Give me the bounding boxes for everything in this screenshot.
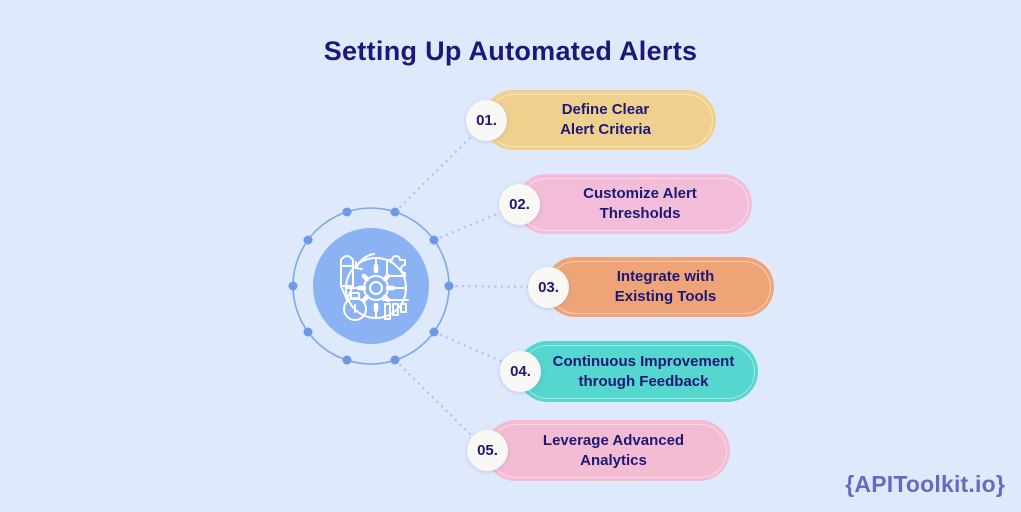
ring-node (303, 235, 313, 245)
automation-gear-chart-icon (340, 253, 409, 321)
step-2-line1: Customize Alert (583, 185, 697, 202)
step-5-number: 05. (477, 442, 498, 459)
curve-arrow-head (355, 261, 363, 270)
step-2-line2: Thresholds (599, 205, 681, 222)
ring-node (303, 327, 313, 337)
ring-node (444, 281, 454, 291)
step-pill-4: Continuous Improvement through Feedback (517, 341, 758, 402)
step-pill-2: Customize Alert Thresholds (516, 174, 752, 234)
connector-line-2 (433, 206, 513, 242)
step-4-line2: through Feedback (578, 372, 709, 390)
ring-node (429, 327, 439, 337)
bulb-icon (343, 292, 367, 321)
step-5-line1: Leverage Advanced (542, 431, 685, 449)
brand-watermark: {APIToolkit.io} (845, 471, 1005, 497)
ring-node (429, 235, 439, 245)
curve-arrow-icon (355, 253, 375, 269)
step-2-number: 02. (509, 196, 530, 213)
page-title: Setting Up Automated Alerts (323, 36, 698, 66)
connector-line-4 (433, 330, 513, 368)
puzzle-icon (386, 255, 406, 277)
ring-node (390, 207, 400, 217)
step-4-number: 04. (510, 363, 531, 380)
ring-node (288, 281, 298, 291)
step-pill-1: Define Clear Alert Criteria (483, 90, 716, 150)
step-badge-3: 03. (528, 267, 569, 308)
step-3-line1: Integrate with (616, 268, 715, 285)
step-1-number: 01. (476, 112, 497, 129)
step-pill-5: Leverage Advanced Analytics (485, 420, 730, 481)
bar-chart-icon (382, 299, 409, 320)
step-5-line2: Analytics (580, 451, 647, 469)
step-badge-4: 04. (500, 351, 541, 392)
step-badge-1: 01. (466, 100, 507, 141)
pencil-icon (340, 255, 354, 301)
ring-node (342, 207, 352, 217)
step-1-line2: Alert Criteria (560, 121, 651, 138)
step-1-line1: Define Clear (561, 101, 650, 118)
ring-node (390, 355, 400, 365)
step-3-line2: Existing Tools (614, 288, 717, 305)
step-4-line1: Continuous Improvement (552, 352, 735, 370)
connector-line-3 (448, 284, 541, 289)
ring-node (342, 355, 352, 365)
step-pill-3: Integrate with Existing Tools (545, 257, 774, 317)
step-badge-2: 02. (499, 184, 540, 225)
connector-line-5 (394, 359, 482, 446)
hub-ring-nodes (288, 207, 454, 365)
connector-lines (394, 127, 541, 446)
step-3-number: 03. (538, 279, 559, 296)
step-badge-5: 05. (467, 430, 508, 471)
connector-line-1 (394, 127, 481, 213)
